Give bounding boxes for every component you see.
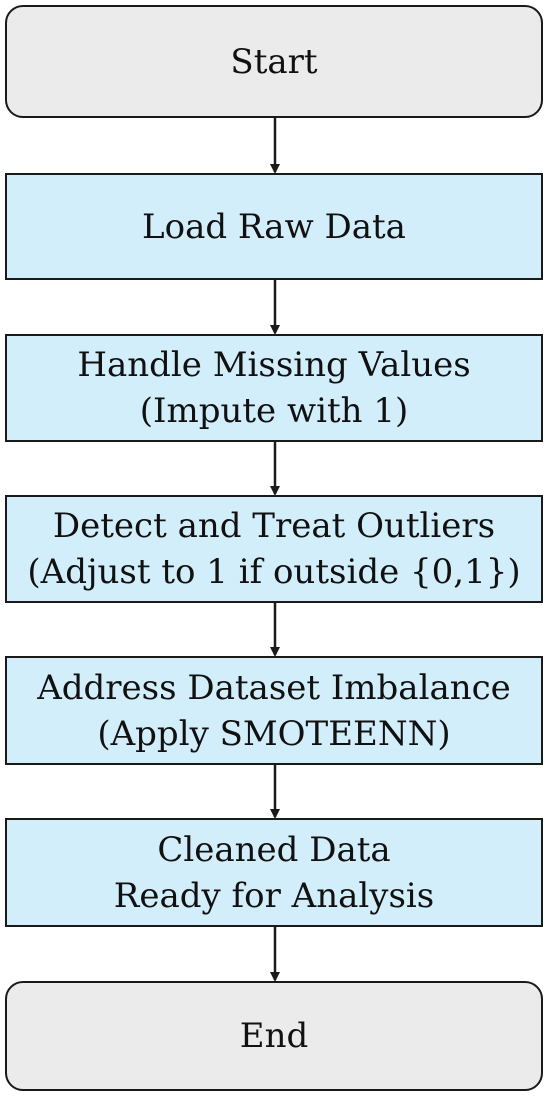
- handle-missing-values-step: Handle Missing Values (Impute with 1): [5, 334, 543, 442]
- detect-treat-outliers-step: Detect and Treat Outliers (Adjust to 1 i…: [5, 495, 543, 603]
- load-raw-data-label: Load Raw Data: [142, 206, 406, 247]
- address-imbalance-title: Address Dataset Imbalance: [37, 667, 511, 708]
- detect-treat-outliers-title: Detect and Treat Outliers: [52, 506, 496, 546]
- load-raw-data-step: Load Raw Data: [5, 173, 543, 280]
- detect-treat-outliers-detail: (Adjust to 1 if outside {0,1}): [27, 552, 521, 592]
- cleaned-data-step: Cleaned Data Ready for Analysis: [5, 818, 543, 927]
- handle-missing-values-title: Handle Missing Values: [77, 345, 471, 385]
- end-node: End: [5, 981, 543, 1091]
- cleaned-data-detail: Ready for Analysis: [113, 875, 435, 916]
- cleaned-data-title: Cleaned Data: [157, 829, 391, 870]
- start-label: Start: [230, 41, 318, 82]
- address-imbalance-detail: (Apply SMOTEENN): [97, 713, 451, 754]
- address-imbalance-step: Address Dataset Imbalance (Apply SMOTEEN…: [5, 656, 543, 765]
- handle-missing-values-detail: (Impute with 1): [139, 391, 409, 431]
- end-label: End: [239, 1016, 309, 1056]
- start-node: Start: [5, 5, 543, 118]
